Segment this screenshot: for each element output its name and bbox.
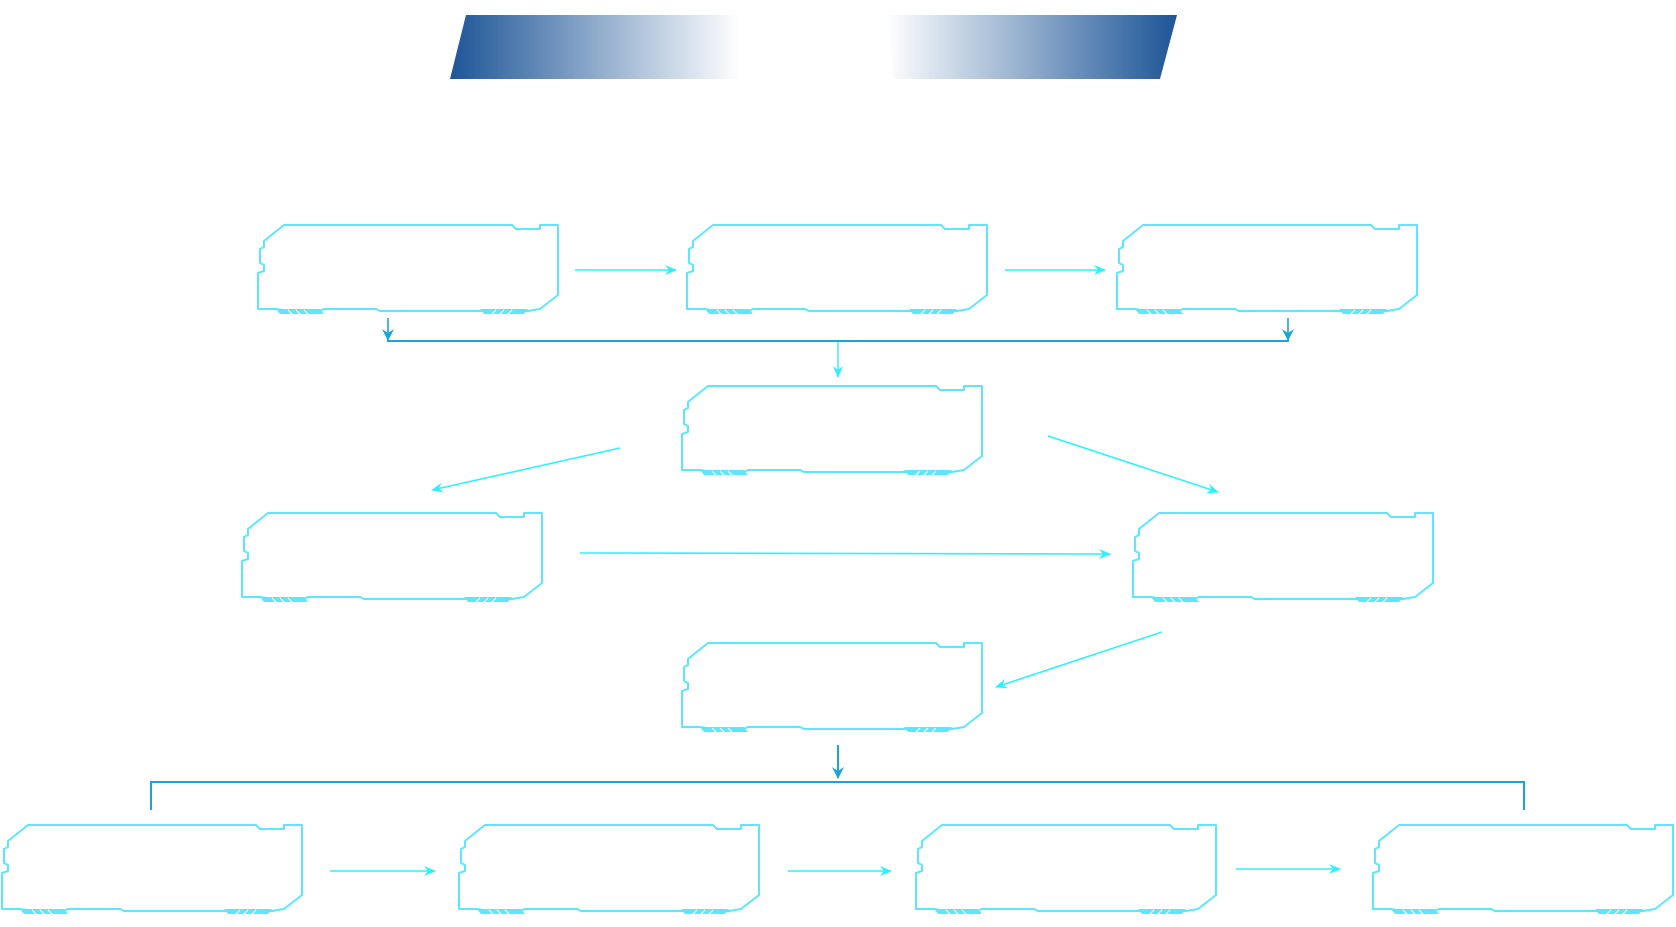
arrow-step5-step6 [579,548,1111,559]
title-banner-right [886,15,1177,79]
node-step-8[interactable] [1,824,303,915]
title-banner-left [450,15,740,79]
arrow-step4-step6 [1047,435,1219,494]
nodes [1,224,1674,915]
node-step-10[interactable] [915,824,1217,915]
node-step-2[interactable] [686,224,988,315]
node-step-3[interactable] [1116,224,1418,315]
node-step-6[interactable] [1132,512,1434,603]
node-step-11[interactable] [1372,824,1674,915]
arrow-step4-step5 [431,447,621,493]
node-step-9[interactable] [458,824,760,915]
node-step-1[interactable] [257,224,559,315]
split-bracket-bottom [150,781,1525,810]
merge-bracket-top [387,340,1289,342]
arrow-step6-step7 [995,631,1163,689]
node-step-4[interactable] [681,385,983,476]
title-banner [450,15,1177,79]
node-step-7[interactable] [681,642,983,733]
node-step-5[interactable] [241,512,543,603]
connectors [150,265,1525,876]
